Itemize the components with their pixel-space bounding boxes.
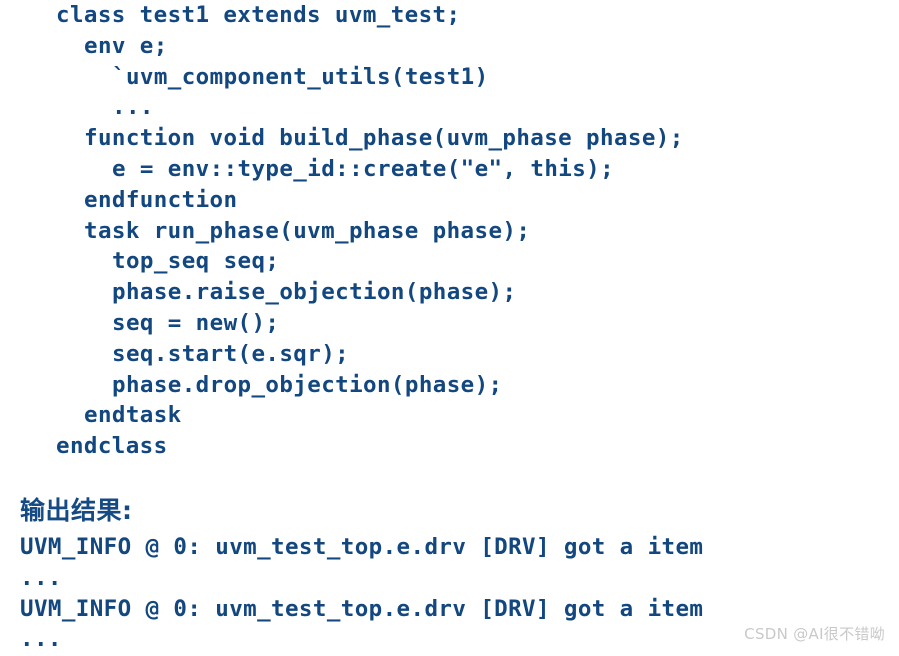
output-section-heading: 输出结果: <box>20 496 133 525</box>
output-log-line: UVM_INFO @ 0: uvm_test_top.e.drv [DRV] g… <box>20 595 704 622</box>
csdn-watermark: CSDN @AI很不错呦 <box>744 625 885 643</box>
output-log-line: ... <box>20 626 62 653</box>
output-log-block: UVM_INFO @ 0: uvm_test_top.e.drv [DRV] g… <box>20 532 880 655</box>
code-line: class test1 extends uvm_test; <box>56 2 461 28</box>
code-line: endtask <box>84 402 182 429</box>
code-line: endclass <box>56 433 168 460</box>
code-line: phase.raise_objection(phase); <box>112 279 517 306</box>
code-line: endfunction <box>84 186 238 213</box>
code-line: e = env::type_id::create("e", this); <box>112 155 615 182</box>
code-line: seq = new(); <box>112 309 280 336</box>
code-line: function void build_phase(uvm_phase phas… <box>84 125 684 152</box>
code-line: `uvm_component_utils(test1) <box>112 63 489 90</box>
code-line: top_seq seq; <box>112 248 280 275</box>
code-line: phase.drop_objection(phase); <box>112 371 503 398</box>
code-line: ... <box>112 94 154 121</box>
code-line: task run_phase(uvm_phase phase); <box>84 217 531 244</box>
code-line: seq.start(e.sqr); <box>112 340 350 367</box>
code-line: env e; <box>84 32 168 59</box>
output-log-line: UVM_INFO @ 0: uvm_test_top.e.drv [DRV] g… <box>20 534 704 560</box>
output-log-line: ... <box>20 564 62 591</box>
code-block: class test1 extends uvm_test;env e; `uvm_… <box>56 2 684 460</box>
